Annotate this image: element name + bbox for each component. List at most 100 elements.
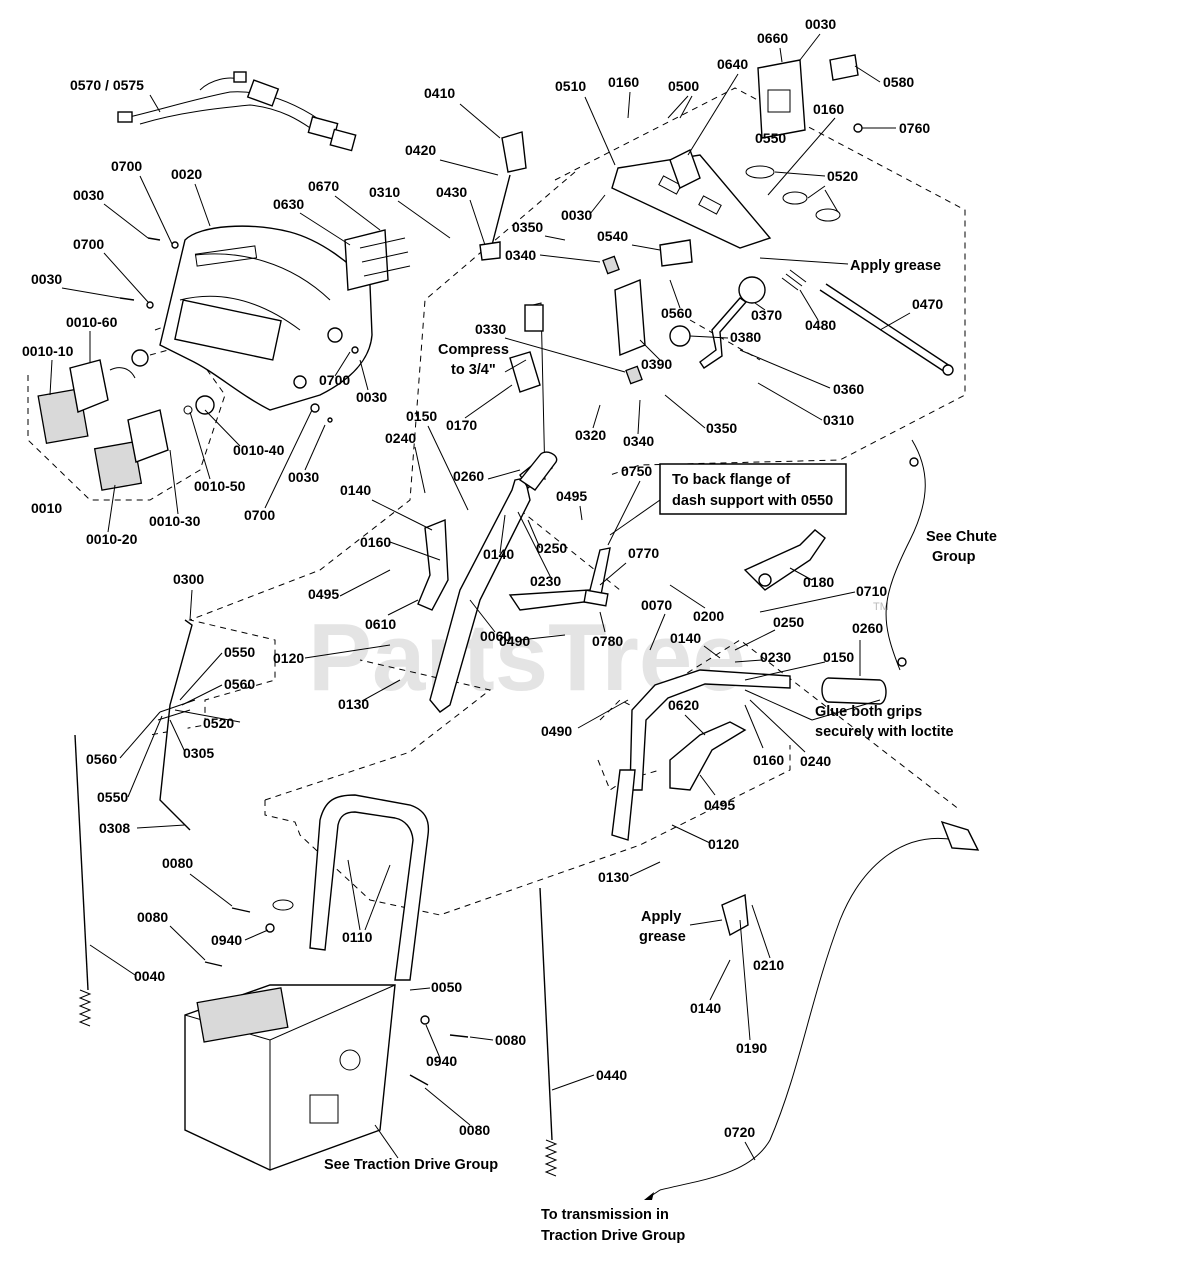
part-label: 0080 bbox=[162, 855, 193, 871]
control-rod bbox=[508, 547, 611, 611]
part-label: 0030 bbox=[73, 187, 104, 203]
part-label: 0420 bbox=[405, 142, 436, 158]
part-label: 0700 bbox=[111, 158, 142, 174]
part-label: 0200 bbox=[693, 608, 724, 624]
part-label: 0340 bbox=[623, 433, 654, 449]
part-label: 0560 bbox=[224, 676, 255, 692]
part-label: 0210 bbox=[753, 957, 784, 973]
note-see-chute-2: Group bbox=[932, 549, 976, 565]
part-label: 0660 bbox=[757, 30, 788, 46]
part-label: 0495 bbox=[308, 586, 339, 602]
part-label: 0010-50 bbox=[194, 478, 246, 494]
lever-bracket bbox=[602, 255, 646, 385]
note-glue-1: Glue both grips bbox=[815, 704, 922, 720]
note-compress-2: to 3/4" bbox=[451, 362, 496, 378]
part-label: 0560 bbox=[661, 305, 692, 321]
key-panel bbox=[757, 54, 863, 139]
part-label: 0160 bbox=[608, 74, 639, 90]
part-label: 0550 bbox=[224, 644, 255, 660]
part-label: 0520 bbox=[827, 168, 858, 184]
cable-ties bbox=[745, 165, 841, 222]
part-label: 0260 bbox=[852, 620, 883, 636]
lower-frame-outline bbox=[264, 659, 492, 801]
part-label: 0320 bbox=[575, 427, 606, 443]
shift-lever bbox=[669, 276, 766, 369]
part-label: 0010-60 bbox=[66, 314, 118, 330]
part-label: 0080 bbox=[459, 1122, 490, 1138]
part-label: 0110 bbox=[342, 929, 373, 945]
note-see-chute-1: See Chute bbox=[926, 529, 997, 545]
cover-outline bbox=[27, 359, 226, 501]
handle-frame bbox=[184, 794, 430, 1171]
part-label: 0700 bbox=[73, 236, 104, 252]
part-label: 0570 / 0575 bbox=[70, 77, 144, 93]
part-label: 0040 bbox=[134, 968, 165, 984]
part-label: 0010-40 bbox=[233, 442, 285, 458]
part-label: 0140 bbox=[340, 482, 371, 498]
part-label: 0550 bbox=[97, 789, 128, 805]
part-label: 0160 bbox=[813, 101, 844, 117]
left-grip bbox=[518, 451, 558, 491]
note-compress-1: Compress bbox=[438, 342, 509, 358]
dash-panel bbox=[611, 149, 772, 267]
lower-frame-outline-2 bbox=[264, 745, 791, 916]
part-label: 0510 bbox=[555, 78, 586, 94]
part-label: 0250 bbox=[536, 540, 567, 556]
part-label: 0140 bbox=[483, 546, 514, 562]
part-label: 0620 bbox=[668, 697, 699, 713]
mounting-bracket bbox=[344, 229, 411, 291]
part-label: 0490 bbox=[499, 633, 530, 649]
part-label: 0120 bbox=[273, 650, 304, 666]
part-label: 0300 bbox=[173, 571, 204, 587]
part-label: 0640 bbox=[717, 56, 748, 72]
part-label: 0260 bbox=[453, 468, 484, 484]
part-label: 0308 bbox=[99, 820, 130, 836]
part-labels: 0570 / 0575 0700 0020 0030 0670 0630 031… bbox=[22, 16, 943, 1140]
part-label: 0160 bbox=[360, 534, 391, 550]
note-apply-grease-2: grease bbox=[639, 929, 686, 945]
part-label: 0130 bbox=[338, 696, 369, 712]
part-label: 0080 bbox=[137, 909, 168, 925]
part-label: 0700 bbox=[244, 507, 275, 523]
part-label: 0470 bbox=[912, 296, 943, 312]
fasteners-left bbox=[119, 237, 359, 423]
part-label: 0610 bbox=[365, 616, 396, 632]
part-label: 0560 bbox=[86, 751, 117, 767]
part-label: 0700 bbox=[319, 372, 350, 388]
dash-panel-outline bbox=[554, 87, 966, 476]
part-label: 0940 bbox=[426, 1053, 457, 1069]
part-label: 0250 bbox=[773, 614, 804, 630]
callout-leader bbox=[609, 499, 661, 536]
part-label: 0010 bbox=[31, 500, 62, 516]
right-lever-bracket bbox=[669, 721, 747, 791]
part-label: 0150 bbox=[406, 408, 437, 424]
left-lever-bracket bbox=[417, 518, 449, 611]
part-label: 0240 bbox=[385, 430, 416, 446]
part-label: 0140 bbox=[690, 1000, 721, 1016]
part-label: 0060 bbox=[480, 628, 511, 644]
part-label: 0130 bbox=[598, 869, 629, 885]
dash-cover bbox=[159, 225, 373, 411]
right-handle bbox=[611, 669, 791, 841]
part-label: 0760 bbox=[899, 120, 930, 136]
part-label: 0440 bbox=[596, 1067, 627, 1083]
part-label: 0495 bbox=[704, 797, 735, 813]
part-label: 0670 bbox=[308, 178, 339, 194]
part-label: 0410 bbox=[424, 85, 455, 101]
part-label: 0070 bbox=[641, 597, 672, 613]
part-label: 0360 bbox=[833, 381, 864, 397]
watermark-tm: TM bbox=[873, 601, 889, 613]
part-label: 0430 bbox=[436, 184, 467, 200]
callout-line-1: To back flange of bbox=[672, 472, 790, 488]
part-label: 0380 bbox=[730, 329, 761, 345]
drive-cable bbox=[644, 820, 980, 1200]
part-label: 0580 bbox=[883, 74, 914, 90]
part-label: 0340 bbox=[505, 247, 536, 263]
part-label: 0550 bbox=[755, 130, 786, 146]
part-label: 0750 bbox=[621, 463, 652, 479]
chute-linkage bbox=[157, 619, 196, 831]
shift-rod-left bbox=[74, 734, 92, 1027]
part-label: 0495 bbox=[556, 488, 587, 504]
part-label: 0310 bbox=[369, 184, 400, 200]
part-label: 0230 bbox=[760, 649, 791, 665]
